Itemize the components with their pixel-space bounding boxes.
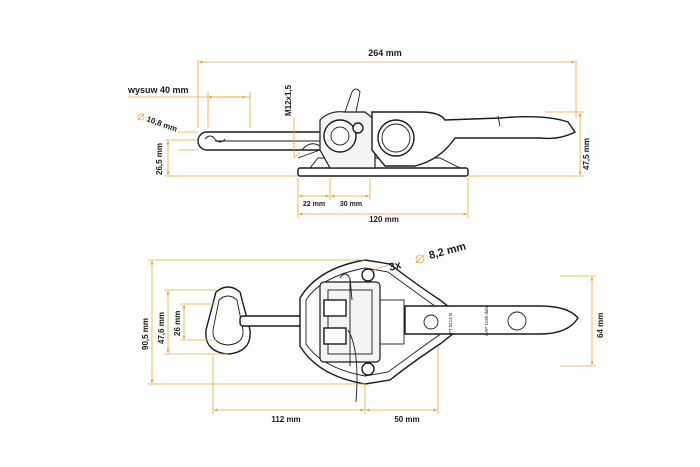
dim-stroke-label: wysuw 40 mm (127, 85, 189, 95)
dim-pin-diameter: 10,8 mm (145, 114, 178, 133)
dim-hole-diameter: 8,2 mm (428, 240, 468, 261)
lever-handle (371, 111, 577, 167)
dim-thread: M12x1,5 (284, 84, 293, 116)
side-view (197, 88, 577, 177)
top-view: PT 0113 N CAP 1190 daN (205, 259, 579, 403)
dim-base-offset-a: 22 mm (303, 201, 325, 208)
dim-base-length: 120 mm (369, 215, 399, 224)
dim-handle-width: 64 mm (596, 313, 605, 338)
dim-total-height: 47,5 mm (582, 138, 591, 170)
dim-length-a: 112 mm (271, 415, 300, 424)
side-view-dimensions: 264 mm wysuw 40 mm M12x1,5 10,8 mm 26,5 … (127, 48, 591, 224)
dim-height-mid: 47,6 mm (157, 312, 166, 344)
dim-overall-length: 264 mm (368, 48, 402, 58)
lever-top (404, 305, 579, 335)
base-plate (297, 167, 469, 177)
dim-holes-count: 3x (388, 259, 404, 274)
dim-height-small: 26 mm (173, 311, 182, 336)
dim-base-offset-b: 30 mm (340, 201, 362, 208)
plate-text-1: PT 0113 N (448, 313, 453, 334)
plate-text-2: CAP 1190 daN (484, 306, 489, 336)
dim-length-b: 50 mm (394, 415, 419, 424)
pull-ring (205, 286, 251, 355)
dim-pin-height: 26,5 mm (155, 143, 164, 175)
dim-overall-height: 90,5 mm (141, 318, 150, 350)
